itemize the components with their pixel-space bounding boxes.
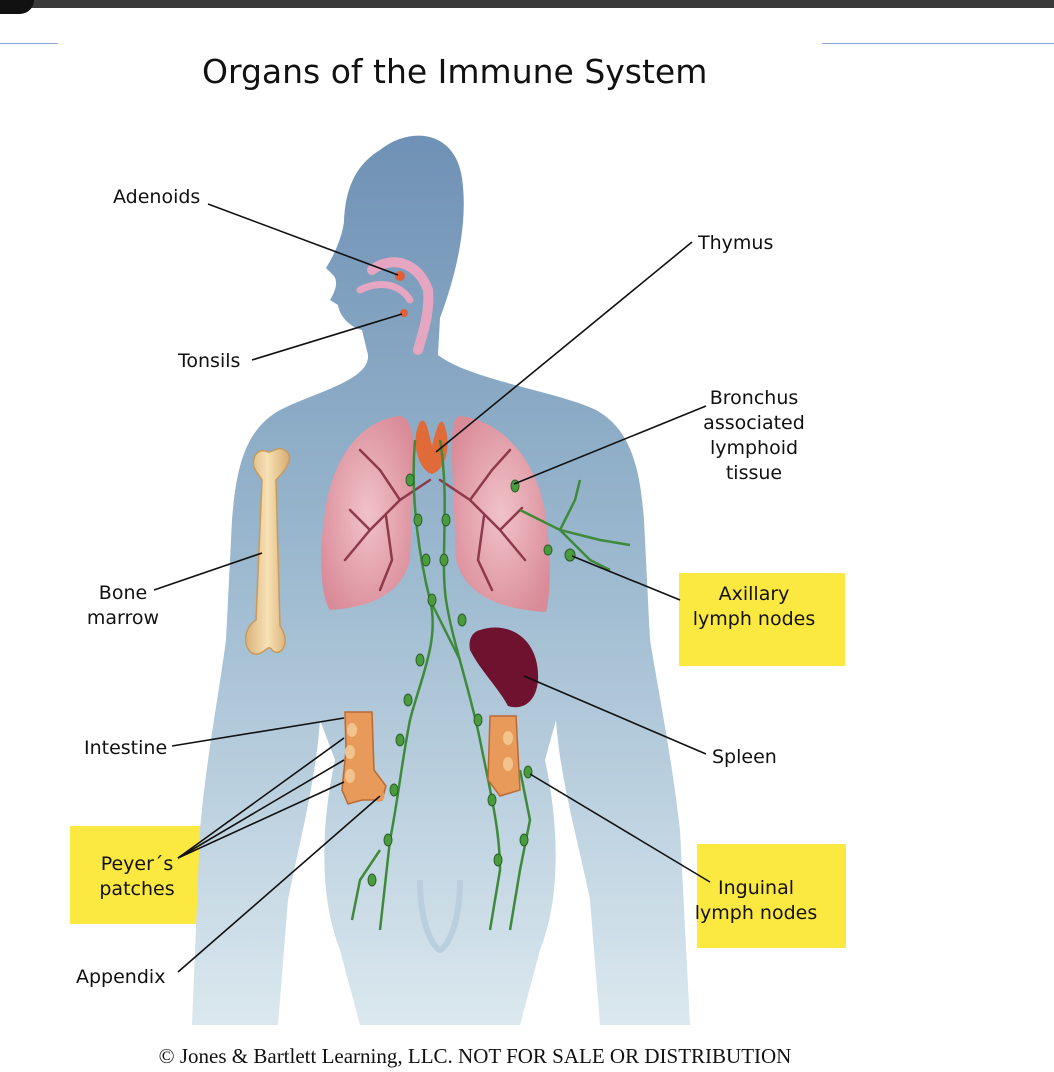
- label-inguinal-line2: lymph nodes: [694, 902, 818, 924]
- inguinal-highlight: [697, 844, 846, 948]
- label-bronchus: Bronchus associated lymphoid tissue: [700, 386, 808, 486]
- label-bone-marrow-line1: Bone: [98, 582, 148, 604]
- label-tonsils: Tonsils: [178, 350, 241, 372]
- label-bronchus-line3: lymphoid: [709, 437, 799, 459]
- copyright-notice: © Jones & Bartlett Learning, LLC. NOT FO…: [158, 1044, 792, 1068]
- window-top-bar: [0, 0, 1054, 8]
- label-bronchus-line2: associated: [703, 412, 805, 434]
- label-peyers-patches: Peyer´s patches: [94, 852, 180, 902]
- label-inguinal-line1: Inguinal: [718, 877, 794, 899]
- label-peyers-line2: patches: [99, 878, 175, 900]
- adenoid-gland: [395, 271, 405, 281]
- label-thymus: Thymus: [698, 232, 774, 254]
- label-adenoids: Adenoids: [113, 186, 201, 208]
- label-axillary-lymph-nodes: Axillary lymph nodes: [690, 582, 818, 632]
- immune-system-illustration: [153, 135, 711, 1025]
- label-axillary-line1: Axillary: [718, 583, 790, 605]
- axillary-highlight: [679, 573, 845, 666]
- label-appendix: Appendix: [76, 966, 166, 988]
- bone-marrow-bone: [245, 447, 291, 655]
- label-axillary-line2: lymph nodes: [692, 608, 816, 630]
- label-intestine: Intestine: [84, 737, 168, 759]
- right-lung: [452, 416, 550, 612]
- nasal-passage: [367, 257, 434, 355]
- thymus-gland: [415, 420, 448, 474]
- header-rule-left: [0, 43, 58, 44]
- window-corner: [0, 0, 34, 14]
- label-bronchus-line4: tissue: [725, 462, 783, 484]
- spleen-organ: [469, 627, 539, 708]
- label-bone-marrow-line2: marrow: [86, 607, 160, 629]
- header-rule-right: [822, 43, 1054, 44]
- peyers-highlight: [70, 826, 210, 924]
- diagram-title: Organs of the Immune System: [202, 52, 708, 91]
- label-peyers-line1: Peyer´s: [100, 853, 174, 875]
- tonsil-gland: [400, 309, 408, 317]
- label-bone-marrow: Bone marrow: [82, 581, 164, 631]
- intestine-right: [487, 715, 521, 797]
- label-bronchus-line1: Bronchus: [709, 387, 799, 409]
- body-silhouette: [192, 135, 690, 1025]
- label-inguinal-lymph-nodes: Inguinal lymph nodes: [692, 876, 820, 926]
- label-spleen: Spleen: [712, 746, 777, 768]
